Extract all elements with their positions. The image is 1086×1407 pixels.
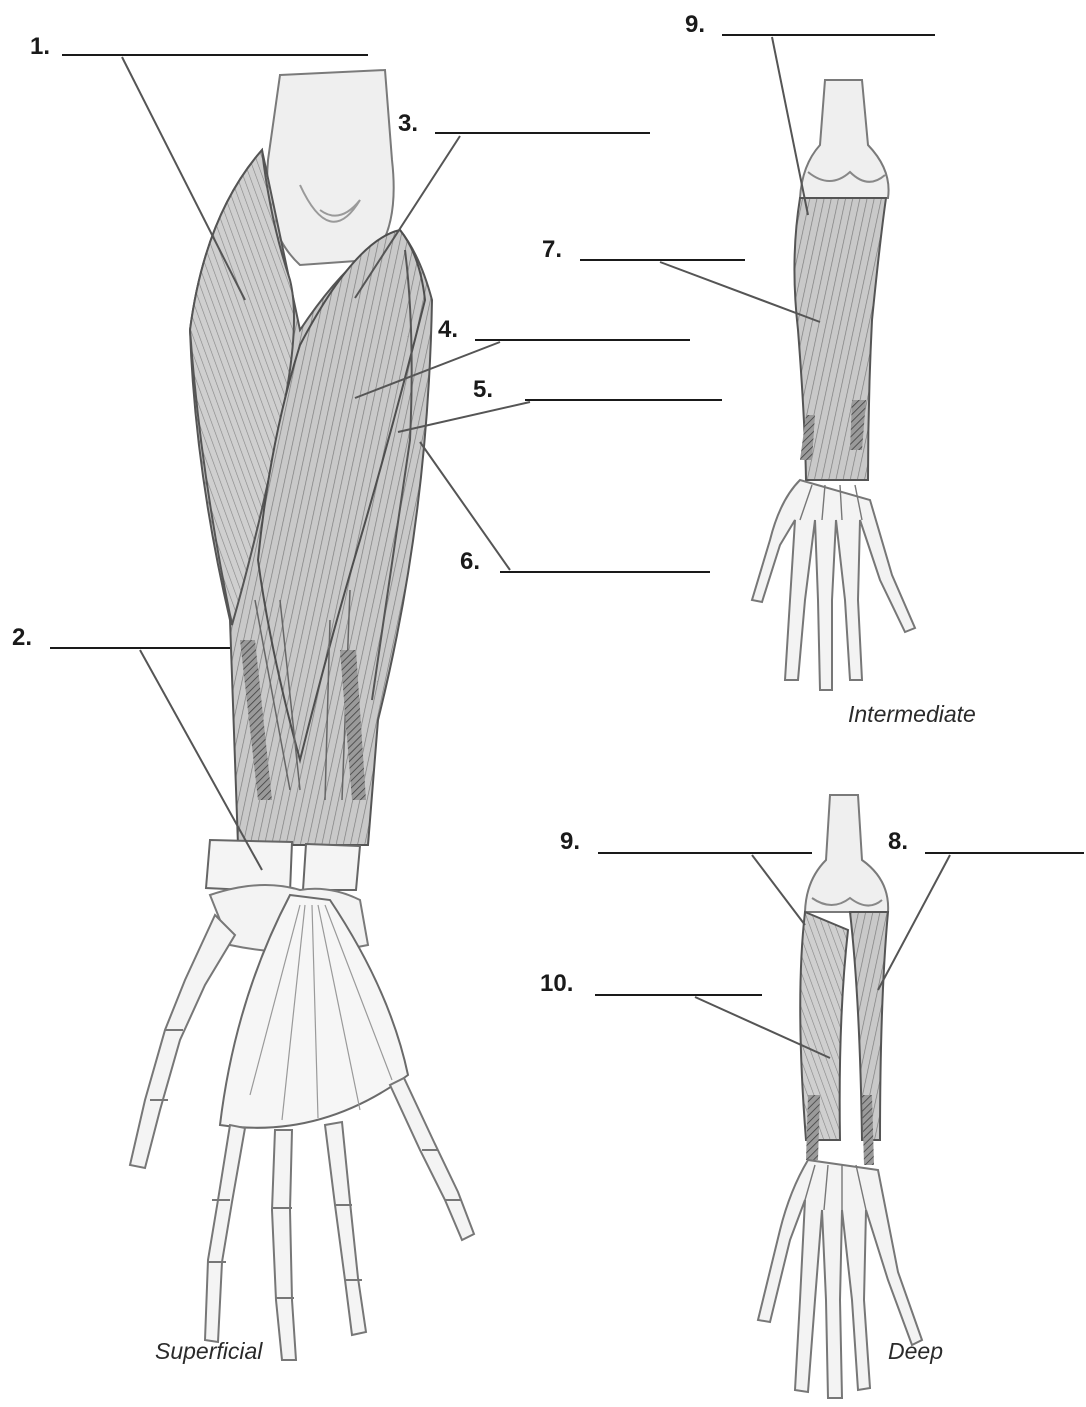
leader-line-9b [752, 855, 805, 925]
label-number-10: 10. [540, 972, 573, 996]
deep-flexor-pollicis-longus [800, 912, 848, 1140]
deep-forearm [758, 795, 922, 1398]
label-number-2: 2. [12, 626, 32, 650]
label-number-5: 5. [473, 378, 493, 402]
superficial-finger-middle [272, 1130, 296, 1360]
superficial-finger-ring [325, 1122, 366, 1335]
leader-line-9a [772, 37, 808, 215]
superficial-finger-index [205, 1125, 245, 1342]
superficial-forearm [130, 70, 474, 1360]
leader-lines [50, 35, 1084, 1058]
label-number-8: 8. [888, 830, 908, 854]
label-number-6: 6. [460, 550, 480, 574]
label-number-3: 3. [398, 112, 418, 136]
superficial-thumb [130, 915, 235, 1168]
label-number-4: 4. [438, 318, 458, 342]
label-number-9-deep: 9. [560, 830, 580, 854]
intermediate-forearm [752, 80, 915, 690]
label-number-9-intermediate: 9. [685, 13, 705, 37]
superficial-retinaculum [206, 840, 360, 892]
label-number-7: 7. [542, 238, 562, 262]
superficial-finger-little [390, 1078, 474, 1240]
caption-superficial: Superficial [155, 1340, 262, 1363]
superficial-humerus [267, 70, 394, 265]
caption-deep: Deep [888, 1340, 943, 1363]
label-number-1: 1. [30, 35, 50, 59]
leader-line-8 [878, 855, 950, 990]
deep-humerus [805, 795, 888, 912]
caption-intermediate: Intermediate [848, 703, 976, 726]
leader-line-1 [122, 57, 245, 300]
intermediate-hand [752, 480, 915, 690]
